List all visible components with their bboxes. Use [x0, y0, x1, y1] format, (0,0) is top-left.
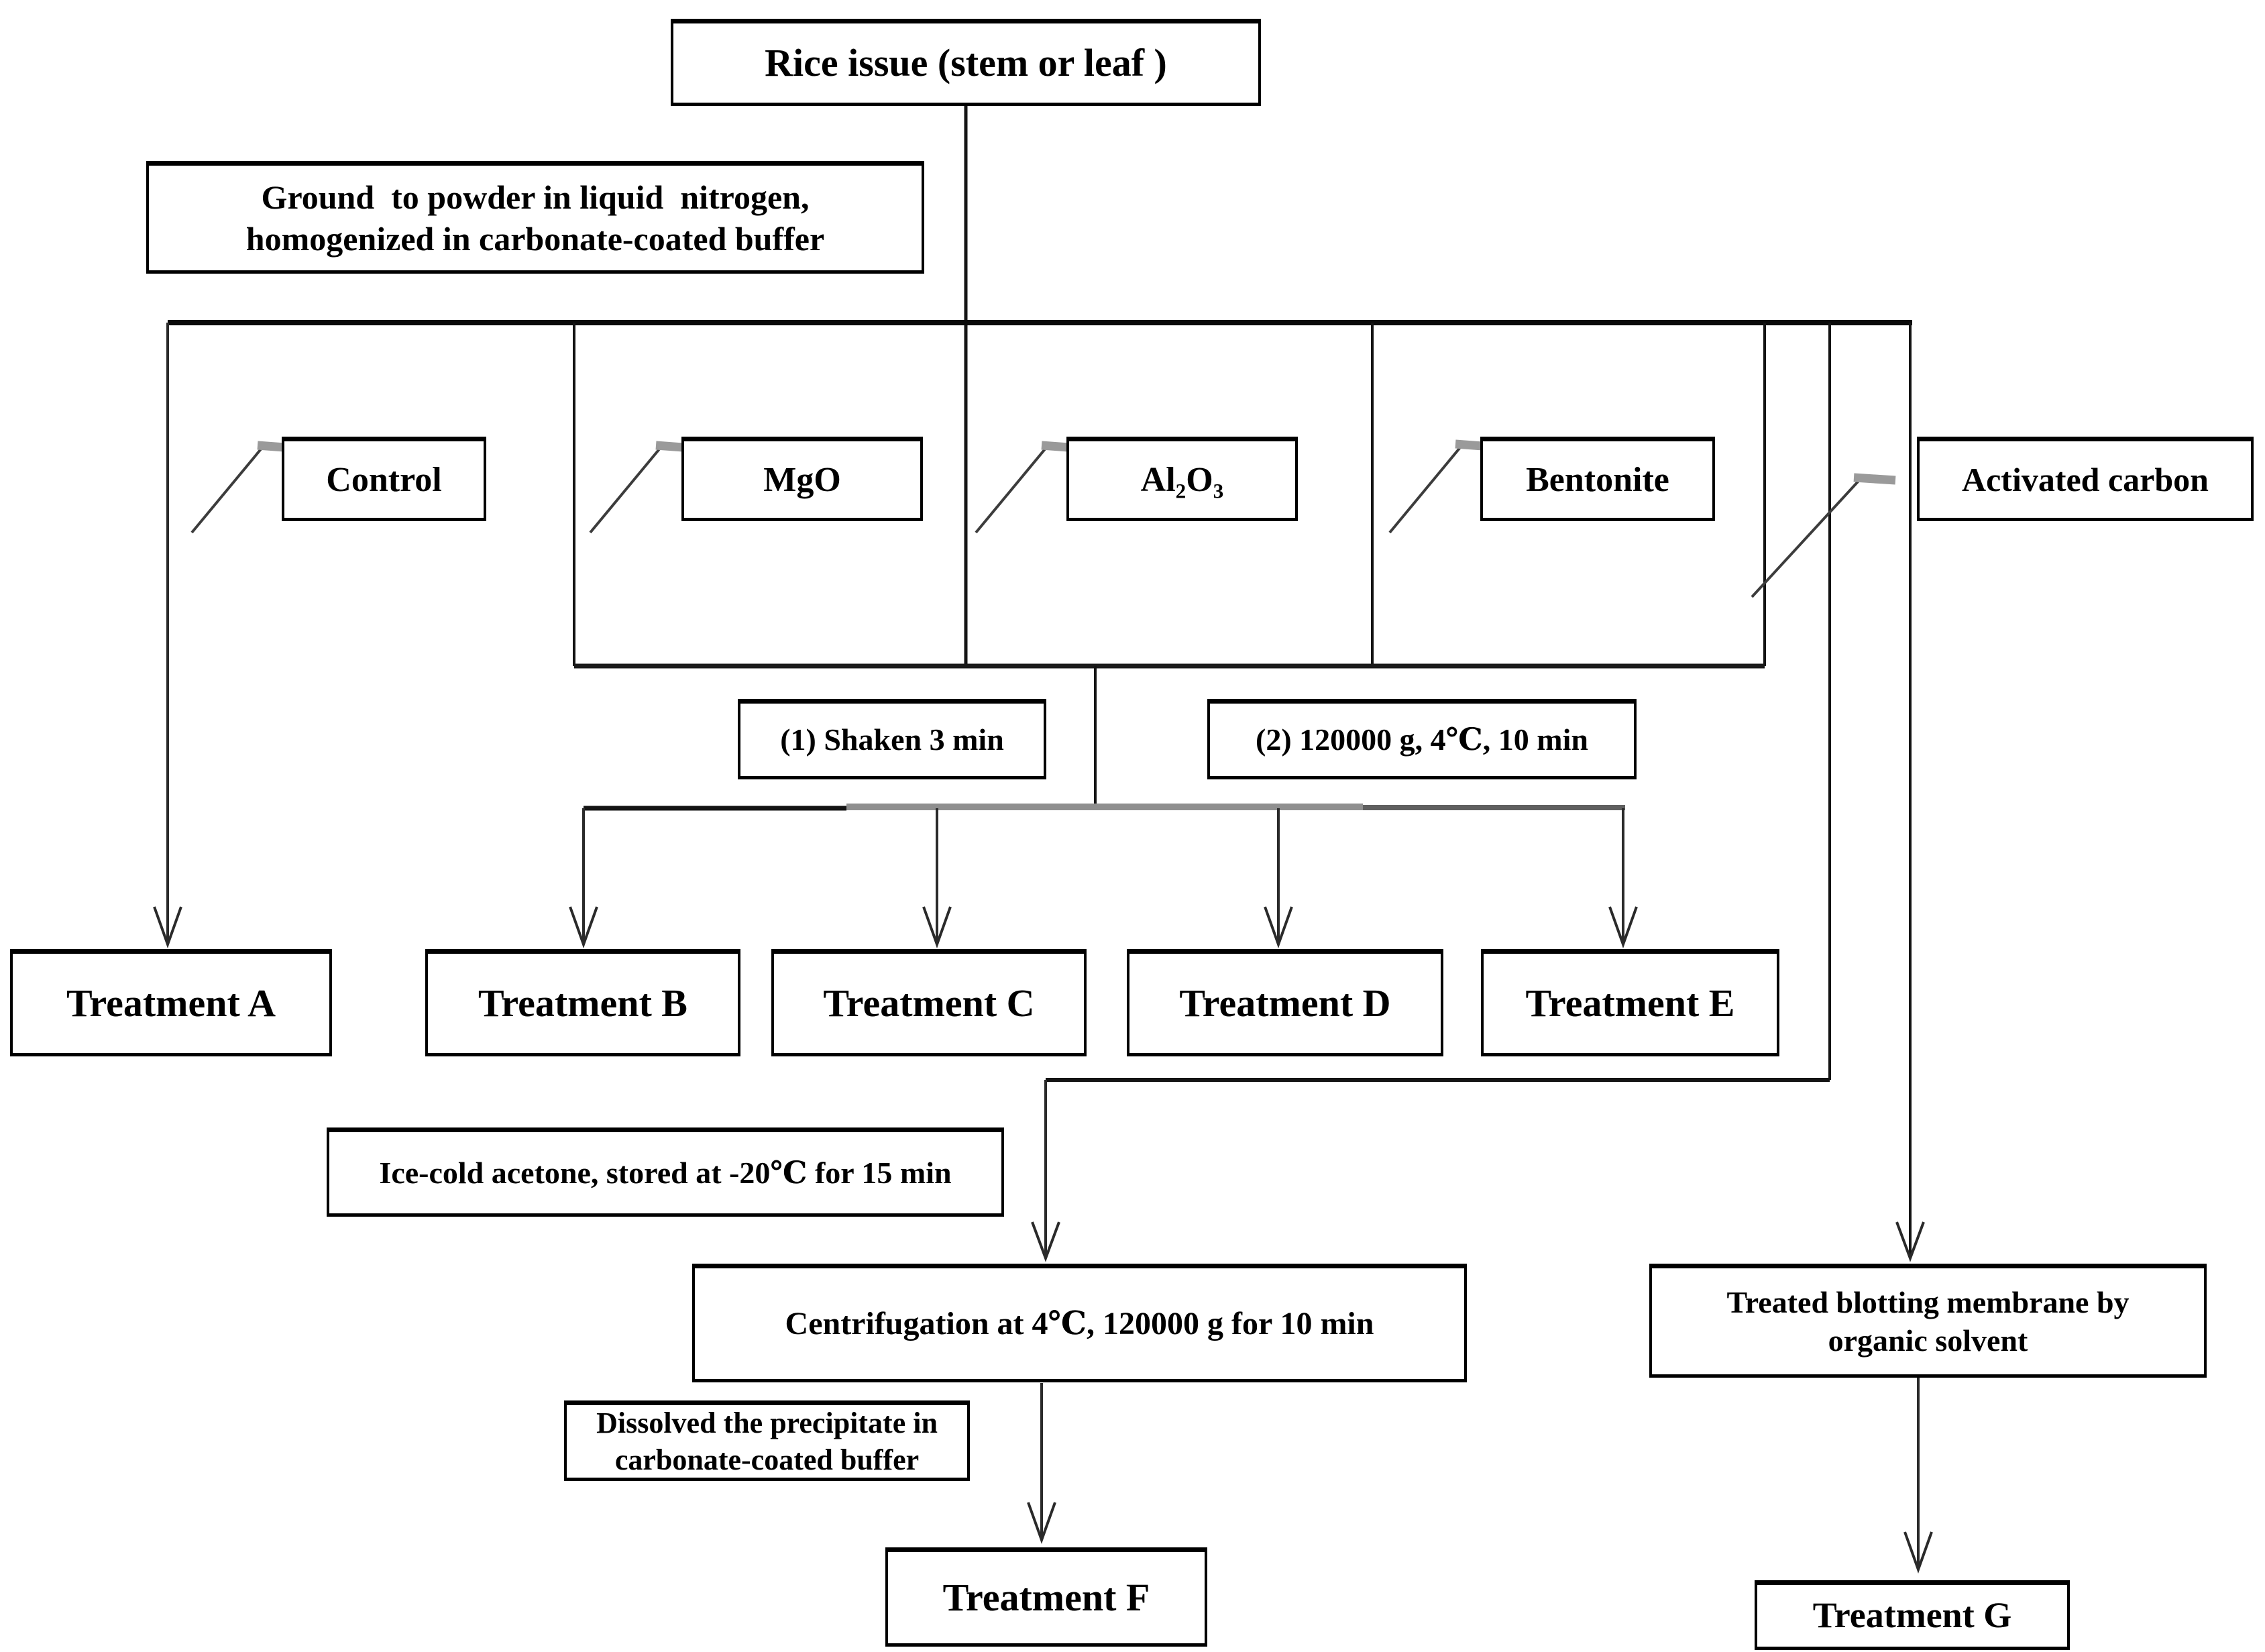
node-centrifugation-label: Centrifugation at 4℃, 120000 g for 10 mi…	[785, 1305, 1374, 1341]
slash-dash-activated-carbon	[1853, 473, 1896, 485]
node-dissolved-line1: Dissolved the precipitate in	[596, 1407, 938, 1439]
arrowhead-treatment-d	[1264, 906, 1293, 948]
arrowhead-treatment-f	[1027, 1502, 1056, 1544]
arrowhead-treatment-c	[922, 906, 952, 948]
node-ground-line1: Ground to powder in liquid nitrogen,	[261, 178, 810, 216]
node-bentonite-label: Bentonite	[1526, 460, 1669, 499]
node-treatment-d-label: Treatment D	[1179, 981, 1391, 1025]
node-treatment-a: Treatment A	[10, 949, 332, 1056]
node-ground-to-powder: Ground to powder in liquid nitrogen, hom…	[146, 161, 924, 274]
node-treatment-b: Treatment B	[425, 949, 740, 1056]
node-shaken: (1) Shaken 3 min	[738, 699, 1046, 779]
node-al2o3: Al₂O₃	[1066, 437, 1298, 521]
arrowhead-treatment-e	[1608, 906, 1638, 948]
node-treatment-f: Treatment F	[885, 1547, 1207, 1647]
node-control-label: Control	[326, 460, 442, 499]
node-ultracentrifuge: (2) 120000 g, 4℃, 10 min	[1207, 699, 1637, 779]
slash-activated-carbon	[1751, 473, 1896, 598]
node-centrifugation: Centrifugation at 4℃, 120000 g for 10 mi…	[692, 1264, 1467, 1382]
node-mgo-label: MgO	[763, 460, 841, 499]
arrowhead-treatment-b	[569, 906, 598, 948]
node-activated-carbon-label: Activated carbon	[1962, 460, 2209, 498]
node-control: Control	[282, 437, 486, 521]
node-treated-membrane-line2: organic solvent	[1828, 1323, 2028, 1358]
node-treatment-d: Treatment D	[1127, 949, 1443, 1056]
node-treatment-e: Treatment E	[1481, 949, 1779, 1056]
node-treated-membrane-line1: Treated blotting membrane by	[1726, 1284, 2130, 1319]
node-ultracentrifuge-label: (2) 120000 g, 4℃, 10 min	[1256, 722, 1588, 757]
node-bentonite: Bentonite	[1480, 437, 1715, 521]
arrowhead-centrifugation	[1031, 1221, 1060, 1262]
slash-mgo	[589, 441, 693, 534]
node-treatment-g-label: Treatment G	[1812, 1595, 2012, 1636]
node-treatment-a-label: Treatment A	[66, 981, 276, 1025]
slash-control	[190, 441, 294, 534]
slash-al2o3	[975, 441, 1079, 534]
node-ground-line2: homogenized in carbonate-coated buffer	[245, 220, 825, 258]
node-al2o3-label: Al₂O₃	[1140, 460, 1224, 499]
node-treatment-c: Treatment C	[771, 949, 1087, 1056]
node-treatment-e-label: Treatment E	[1525, 981, 1735, 1025]
node-treatment-g: Treatment G	[1755, 1580, 2070, 1650]
node-ice-cold-acetone: Ice-cold acetone, stored at -20℃ for 15 …	[327, 1127, 1004, 1217]
arrowhead-treated-membrane	[1895, 1221, 1925, 1262]
node-dissolved-line2: carbonate-coated buffer	[614, 1443, 920, 1476]
node-mgo: MgO	[681, 437, 923, 521]
node-treated-membrane: Treated blotting membrane by organic sol…	[1649, 1264, 2207, 1378]
node-treatment-c-label: Treatment C	[823, 981, 1035, 1025]
node-dissolved-precipitate: Dissolved the precipitate in carbonate-c…	[564, 1400, 970, 1481]
node-shaken-label: (1) Shaken 3 min	[780, 722, 1004, 757]
arrowhead-treatment-g	[1903, 1531, 1933, 1574]
node-treatment-f-label: Treatment F	[942, 1575, 1150, 1619]
node-rice-issue: Rice issue (stem or leaf )	[671, 19, 1261, 106]
node-ice-cold-acetone-label: Ice-cold acetone, stored at -20℃ for 15 …	[379, 1155, 952, 1190]
slash-bentonite	[1388, 439, 1492, 534]
node-treatment-b-label: Treatment B	[478, 981, 687, 1025]
node-activated-carbon: Activated carbon	[1917, 437, 2254, 521]
arrowhead-treatment-a	[153, 906, 182, 948]
node-rice-issue-label: Rice issue (stem or leaf )	[765, 40, 1167, 85]
